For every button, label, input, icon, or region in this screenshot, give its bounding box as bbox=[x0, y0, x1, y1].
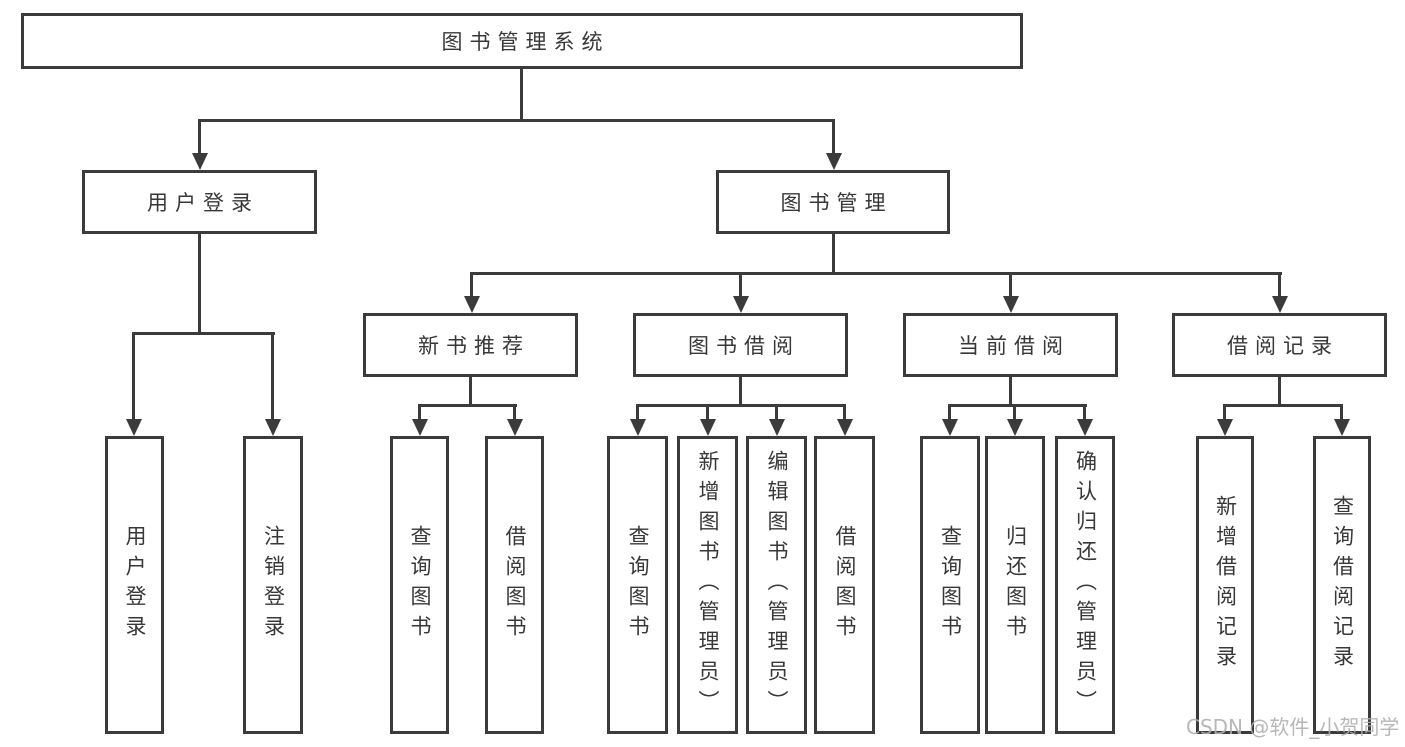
leaf-add-borrow-record: 新增借阅记录 bbox=[1196, 436, 1254, 734]
leaf-return-books: 归还图书 bbox=[985, 436, 1045, 734]
leaf-add-borrow-record-label: 新增借阅记录 bbox=[1213, 495, 1238, 675]
leaf-return-books-label: 归还图书 bbox=[1003, 525, 1028, 645]
node-user-login: 用户登录 bbox=[82, 170, 317, 234]
leaf-borrow-books-recommend-label: 借阅图书 bbox=[503, 525, 527, 645]
node-new-book-recommend-label: 新书推荐 bbox=[418, 334, 530, 358]
leaf-user-login-label: 用户登录 bbox=[123, 525, 147, 645]
arrow-down-icon bbox=[832, 119, 835, 153]
leaf-borrow-books: 借阅图书 bbox=[814, 436, 875, 734]
connector-book-mgmt-stem bbox=[832, 234, 835, 275]
connector-borrowing-stem bbox=[739, 377, 742, 407]
leaf-query-books-recommend: 查询图书 bbox=[390, 436, 449, 734]
connector-user-login-stem bbox=[198, 234, 201, 335]
arrow-down-icon bbox=[132, 332, 135, 419]
leaf-query-books-current: 查询图书 bbox=[920, 436, 980, 734]
arrow-down-icon bbox=[636, 404, 639, 419]
leaf-query-books-borrowing-label: 查询图书 bbox=[626, 525, 650, 645]
node-book-borrowing-label: 图书借阅 bbox=[688, 334, 800, 358]
csdn-watermark: CSDN @软件_小贺同学 bbox=[1186, 715, 1400, 739]
connector-current-stem bbox=[1009, 377, 1012, 407]
node-book-management-label: 图书管理 bbox=[780, 191, 893, 215]
arrow-down-icon bbox=[1083, 404, 1086, 419]
node-library-system-label: 图书管理系统 bbox=[441, 30, 610, 54]
node-book-management: 图书管理 bbox=[716, 170, 950, 234]
arrow-down-icon bbox=[775, 404, 778, 419]
arrow-down-icon bbox=[1223, 404, 1226, 419]
leaf-user-login: 用户登录 bbox=[105, 436, 164, 734]
leaf-query-books-recommend-label: 查询图书 bbox=[408, 525, 432, 645]
connector-user-login-bar bbox=[133, 332, 275, 335]
node-library-system: 图书管理系统 bbox=[21, 13, 1023, 69]
connector-records-bar bbox=[1224, 404, 1343, 407]
arrow-down-icon bbox=[1013, 404, 1016, 419]
arrow-down-icon bbox=[843, 404, 846, 419]
leaf-logout-label: 注销登录 bbox=[261, 525, 286, 645]
node-user-login-label: 用户登录 bbox=[147, 191, 259, 215]
connector-recommend-bar bbox=[418, 404, 517, 407]
leaf-query-borrow-record-label: 查询借阅记录 bbox=[1330, 495, 1355, 675]
node-current-borrowing-label: 当前借阅 bbox=[958, 334, 1070, 358]
leaf-confirm-return-admin-label: 确认归还（管理员） bbox=[1073, 450, 1098, 720]
arrow-down-icon bbox=[1009, 272, 1012, 296]
connector-recommend-stem bbox=[469, 377, 472, 407]
leaf-borrow-books-recommend: 借阅图书 bbox=[485, 436, 544, 734]
leaf-borrow-books-label: 借阅图书 bbox=[833, 525, 857, 645]
leaf-add-books-admin-label: 新增图书（管理员） bbox=[696, 450, 720, 720]
connector-current-bar bbox=[948, 404, 1087, 407]
leaf-add-books-admin: 新增图书（管理员） bbox=[677, 436, 738, 734]
node-new-book-recommend: 新书推荐 bbox=[363, 313, 578, 377]
connector-level2-bar bbox=[470, 272, 1282, 275]
leaf-query-books-borrowing: 查询图书 bbox=[607, 436, 668, 734]
node-book-borrowing: 图书借阅 bbox=[633, 313, 848, 377]
connector-root-stem bbox=[520, 69, 523, 121]
arrow-down-icon bbox=[706, 404, 709, 419]
arrow-down-icon bbox=[470, 272, 473, 296]
leaf-query-borrow-record: 查询借阅记录 bbox=[1313, 436, 1371, 734]
arrow-down-icon bbox=[739, 272, 742, 296]
leaf-edit-books-admin-label: 编辑图书（管理员） bbox=[765, 450, 789, 720]
arrow-down-icon bbox=[198, 119, 201, 153]
connector-root-bar bbox=[198, 119, 835, 122]
node-current-borrowing: 当前借阅 bbox=[903, 313, 1118, 377]
leaf-confirm-return-admin: 确认归还（管理员） bbox=[1055, 436, 1115, 734]
leaf-query-books-current-label: 查询图书 bbox=[938, 525, 963, 645]
connector-borrowing-bar bbox=[636, 404, 846, 407]
node-borrowing-records-label: 借阅记录 bbox=[1227, 334, 1339, 358]
leaf-logout: 注销登录 bbox=[243, 436, 303, 734]
arrow-down-icon bbox=[1278, 272, 1281, 296]
arrow-down-icon bbox=[513, 404, 516, 419]
arrow-down-icon bbox=[1340, 404, 1343, 419]
node-borrowing-records: 借阅记录 bbox=[1172, 313, 1387, 377]
arrow-down-icon bbox=[271, 332, 274, 419]
arrow-down-icon bbox=[418, 404, 421, 419]
connector-records-stem bbox=[1278, 377, 1281, 407]
arrow-down-icon bbox=[948, 404, 951, 419]
leaf-edit-books-admin: 编辑图书（管理员） bbox=[746, 436, 807, 734]
